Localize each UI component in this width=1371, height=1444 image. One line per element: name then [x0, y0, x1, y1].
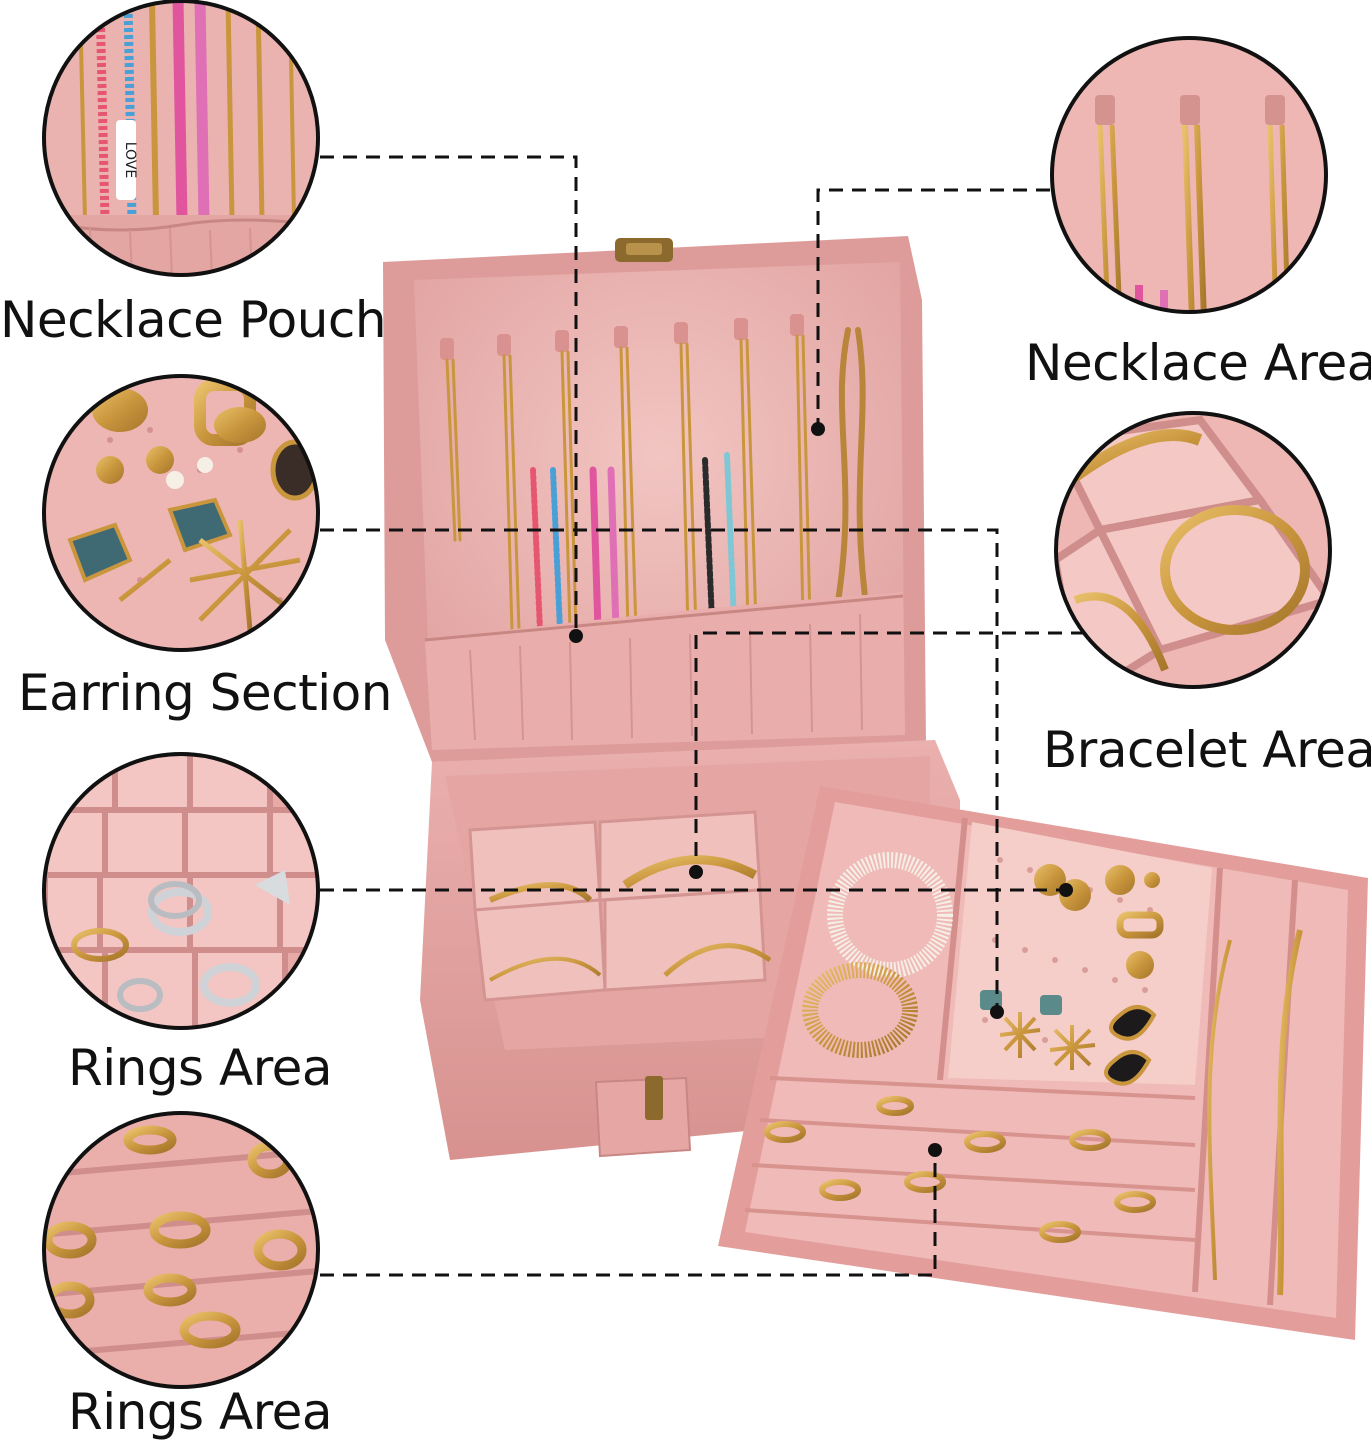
connector-necklace-area	[816, 188, 1050, 428]
drawer-clasp	[645, 1076, 663, 1120]
connector-earring-section	[320, 528, 999, 1010]
gold-bead-bracelet	[802, 962, 918, 1058]
love-beads: LOVE	[116, 120, 138, 200]
connector-necklace-pouch	[320, 155, 578, 632]
drawer-strap	[594, 1076, 692, 1158]
inset-earring-section	[42, 374, 320, 652]
callout-connectors	[320, 155, 1085, 1277]
lid-necklace-rows	[440, 314, 871, 634]
label-necklace-pouch: Necklace Pouch	[0, 291, 387, 349]
connector-rings-area-2	[320, 1150, 937, 1277]
inset-necklace-pouch: LOVE	[42, 0, 320, 277]
inset-rings-grid	[42, 752, 320, 1030]
inset-bracelet-area	[1054, 411, 1332, 689]
inset-necklace-area	[1050, 36, 1328, 314]
label-earring-section: Earring Section	[18, 664, 392, 722]
label-bracelet-area: Bracelet Area	[1043, 721, 1371, 779]
jewelry-tray	[718, 786, 1368, 1340]
label-rings-area-2: Rings Area	[68, 1383, 333, 1441]
svg-text:LOVE: LOVE	[122, 142, 138, 179]
label-necklace-area: Necklace Area	[1025, 334, 1371, 392]
label-rings-area-1: Rings Area	[68, 1039, 333, 1097]
inset-ring-rolls	[42, 1111, 320, 1389]
pearl-bracelet	[827, 852, 953, 978]
